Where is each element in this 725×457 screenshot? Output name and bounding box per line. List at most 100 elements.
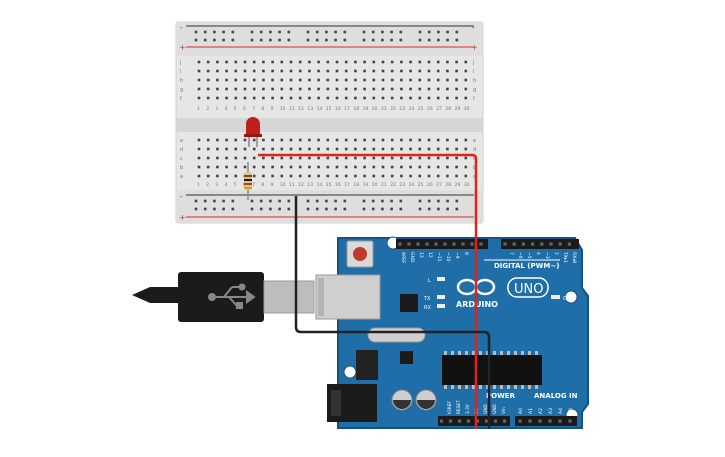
header-pin[interactable]	[434, 242, 438, 246]
breadboard-hole[interactable]	[436, 78, 440, 82]
breadboard-hole[interactable]	[446, 174, 449, 178]
breadboard-hole[interactable]	[234, 156, 238, 160]
rail-hole[interactable]	[343, 38, 347, 42]
analog-header[interactable]	[515, 416, 577, 426]
breadboard-hole[interactable]	[271, 96, 274, 100]
breadboard-hole[interactable]	[216, 147, 219, 151]
breadboard-hole[interactable]	[381, 174, 385, 178]
breadboard-hole[interactable]	[363, 78, 366, 82]
breadboard-hole[interactable]	[326, 69, 330, 73]
breadboard-hole[interactable]	[409, 138, 412, 142]
breadboard-hole[interactable]	[409, 69, 412, 73]
breadboard-hole[interactable]	[298, 78, 302, 82]
breadboard-hole[interactable]	[225, 78, 228, 82]
breadboard-hole[interactable]	[252, 78, 256, 82]
breadboard-hole[interactable]	[280, 147, 284, 151]
rail-hole[interactable]	[427, 199, 431, 203]
breadboard-hole[interactable]	[280, 69, 284, 73]
rail-hole[interactable]	[399, 199, 403, 203]
breadboard-hole[interactable]	[234, 147, 238, 151]
breadboard-hole[interactable]	[418, 78, 422, 82]
breadboard-hole[interactable]	[216, 174, 219, 178]
breadboard-hole[interactable]	[354, 165, 357, 169]
header-pin[interactable]	[538, 419, 542, 423]
rail-hole[interactable]	[381, 30, 384, 34]
rail-hole[interactable]	[231, 199, 235, 203]
breadboard-hole[interactable]	[298, 147, 302, 151]
rail-hole[interactable]	[250, 207, 254, 211]
rail-hole[interactable]	[418, 199, 422, 203]
breadboard-hole[interactable]	[308, 147, 311, 151]
breadboard-hole[interactable]	[225, 156, 228, 160]
breadboard-hole[interactable]	[262, 138, 265, 142]
rail-hole[interactable]	[194, 30, 198, 34]
rail-hole[interactable]	[278, 30, 281, 34]
breadboard-hole[interactable]	[464, 165, 468, 169]
rail-hole[interactable]	[325, 30, 328, 34]
breadboard-hole[interactable]	[298, 174, 302, 178]
breadboard-hole[interactable]	[225, 147, 228, 151]
header-pin[interactable]	[461, 242, 465, 246]
breadboard-hole[interactable]	[390, 60, 394, 64]
rail-hole[interactable]	[213, 38, 216, 42]
breadboard-hole[interactable]	[234, 96, 238, 100]
breadboard-hole[interactable]	[252, 87, 256, 91]
breadboard-hole[interactable]	[464, 69, 468, 73]
header-pin[interactable]	[540, 242, 544, 246]
breadboard-hole[interactable]	[252, 156, 256, 160]
breadboard-hole[interactable]	[289, 78, 293, 82]
breadboard-hole[interactable]	[390, 69, 394, 73]
breadboard-hole[interactable]	[427, 78, 431, 82]
breadboard-hole[interactable]	[363, 174, 366, 178]
breadboard-hole[interactable]	[243, 165, 247, 169]
breadboard-hole[interactable]	[381, 138, 385, 142]
rail-hole[interactable]	[343, 207, 347, 211]
breadboard-hole[interactable]	[280, 87, 284, 91]
breadboard-hole[interactable]	[206, 165, 210, 169]
breadboard-hole[interactable]	[335, 96, 339, 100]
breadboard-hole[interactable]	[326, 60, 330, 64]
breadboard-hole[interactable]	[344, 87, 348, 91]
rail-hole[interactable]	[437, 30, 440, 34]
breadboard-hole[interactable]	[335, 147, 339, 151]
breadboard-hole[interactable]	[326, 165, 330, 169]
rail-hole[interactable]	[194, 207, 198, 211]
header-pin[interactable]	[407, 242, 411, 246]
breadboard-hole[interactable]	[372, 60, 376, 64]
breadboard-hole[interactable]	[390, 156, 394, 160]
breadboard-hole[interactable]	[354, 96, 357, 100]
rail-hole[interactable]	[231, 207, 235, 211]
rail-hole[interactable]	[446, 207, 449, 211]
rail-hole[interactable]	[287, 38, 291, 42]
breadboard-hole[interactable]	[344, 69, 348, 73]
breadboard-hole[interactable]	[446, 69, 449, 73]
breadboard-hole[interactable]	[197, 147, 201, 151]
breadboard-hole[interactable]	[197, 96, 201, 100]
breadboard-hole[interactable]	[243, 156, 247, 160]
breadboard-hole[interactable]	[344, 138, 348, 142]
breadboard-hole[interactable]	[372, 87, 376, 91]
breadboard-hole[interactable]	[271, 78, 274, 82]
breadboard-hole[interactable]	[363, 60, 366, 64]
breadboard-hole[interactable]	[280, 165, 284, 169]
header-pin[interactable]	[528, 419, 532, 423]
breadboard-hole[interactable]	[317, 138, 320, 142]
breadboard-hole[interactable]	[335, 156, 339, 160]
breadboard-hole[interactable]	[464, 147, 468, 151]
rail-hole[interactable]	[334, 30, 337, 34]
breadboard-hole[interactable]	[308, 138, 311, 142]
breadboard-hole[interactable]	[252, 165, 256, 169]
reset-button-icon[interactable]	[353, 247, 367, 261]
breadboard-hole[interactable]	[436, 156, 440, 160]
header-pin[interactable]	[470, 242, 474, 246]
breadboard-hole[interactable]	[206, 174, 210, 178]
rail-hole[interactable]	[325, 199, 328, 203]
breadboard-hole[interactable]	[289, 138, 293, 142]
breadboard-hole[interactable]	[308, 156, 311, 160]
header-pin[interactable]	[452, 242, 456, 246]
breadboard-hole[interactable]	[354, 147, 357, 151]
breadboard-hole[interactable]	[243, 69, 247, 73]
breadboard-hole[interactable]	[252, 69, 256, 73]
resistor[interactable]	[244, 162, 252, 200]
breadboard-hole[interactable]	[400, 165, 403, 169]
